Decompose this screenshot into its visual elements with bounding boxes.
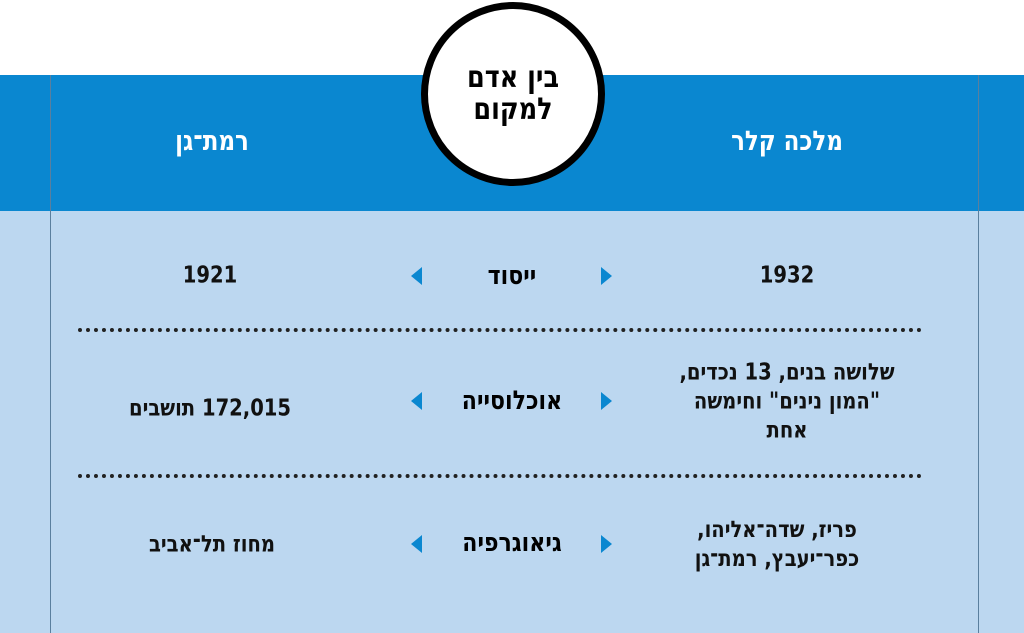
row-left-value: 172,015 תושבים (128, 395, 292, 422)
dotted-divider (78, 474, 922, 478)
title-badge: בין אדם למקום (421, 2, 605, 186)
row-label: ייסוד (487, 261, 537, 291)
row-right-value: 1932 (759, 262, 815, 289)
row-right-value: פריז, שדה־אליהו, כפר־יעבץ, רמת־גן (694, 517, 860, 572)
row-left-value: 1921 (182, 262, 238, 289)
row-label: אוכלוסייה (461, 386, 563, 416)
row-label: גיאוגרפיה (462, 528, 562, 558)
column-header-left: רמת־גן (175, 126, 249, 157)
arrow-left-icon (411, 535, 422, 553)
title: בין אדם למקום (466, 60, 560, 127)
table-body (0, 211, 1024, 633)
column-header-right: מלכה קלר (731, 126, 843, 157)
row-left-value: מחוז תל־אביב (148, 531, 276, 558)
arrow-right-icon (601, 392, 612, 410)
row-right-value: שלושה בנים, 13 נכדים, "המון נינים" וחימש… (679, 359, 895, 444)
arrow-right-icon (601, 267, 612, 285)
left-border (50, 75, 51, 633)
arrow-left-icon (411, 392, 422, 410)
right-border (978, 75, 979, 633)
arrow-left-icon (411, 267, 422, 285)
arrow-right-icon (601, 535, 612, 553)
dotted-divider (78, 328, 922, 332)
